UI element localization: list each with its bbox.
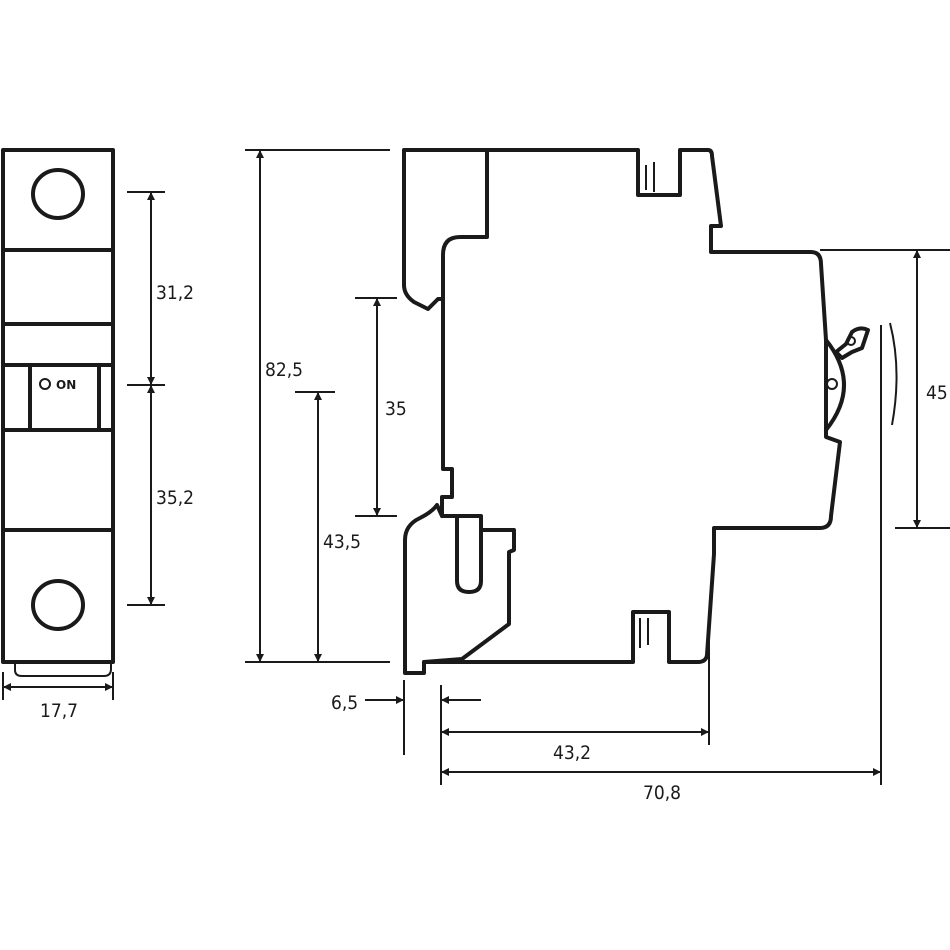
lever-hole-icon: [846, 336, 856, 346]
indicator-icon: [39, 378, 51, 390]
side-outline: [402, 148, 842, 675]
dim-label: 6,5: [331, 692, 358, 714]
handle-base: [824, 338, 846, 432]
rail-slot: [455, 514, 483, 594]
terminal-screw-icon: [31, 168, 85, 220]
switch-label: ON: [56, 378, 76, 392]
dim-label: 82,5: [265, 359, 303, 381]
top-notch-detail: [645, 162, 655, 192]
dim-label: 35,2: [156, 487, 194, 509]
front-outline: [1, 148, 115, 664]
dim-label: 43,2: [553, 742, 591, 764]
dimensions: 31,2 35,2 17,7 82,5 43,5 35 45 6,5: [2, 149, 950, 804]
front-view: ON: [1, 148, 115, 677]
dim-label: 31,2: [156, 282, 194, 304]
handle-pivot-icon: [826, 378, 838, 390]
dim-label: 17,7: [40, 700, 78, 722]
din-foot: [14, 662, 112, 677]
side-view: [402, 148, 898, 675]
dim-label: 43,5: [323, 531, 361, 553]
lever-swing-arc: [889, 322, 898, 426]
terminal-screw-icon: [31, 579, 85, 631]
dim-label: 45: [926, 382, 948, 404]
dim-label: 35: [385, 398, 407, 420]
clip-edge: [422, 657, 464, 664]
bottom-notch-detail: [639, 618, 649, 648]
toggle-lever-icon: [834, 326, 870, 360]
dim-label: 70,8: [643, 782, 681, 804]
